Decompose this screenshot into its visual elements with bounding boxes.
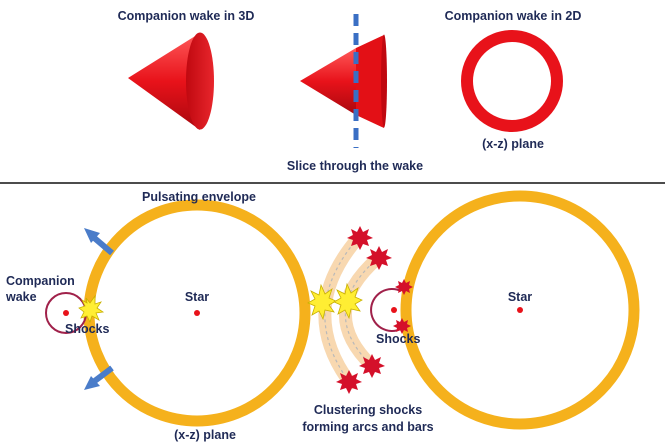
clustering-label-1: Clustering shocks [314,403,422,417]
starburst-icon [78,294,105,324]
wake-ring-2d [461,30,563,132]
red-shock-5 [395,279,413,295]
cone-3d [128,32,214,130]
shocks-label-left: Shocks [65,322,110,336]
star-label-left: Star [185,290,209,304]
red-shock-6 [393,318,411,334]
red-shock-3 [359,354,385,378]
companion-wake-label-1: Companion [6,274,75,288]
arc-inner-outline [344,257,379,367]
arrow-down-left-icon [84,365,114,390]
envelope-label: Pulsating envelope [142,190,256,204]
title-3d: Companion wake in 3D [118,9,255,23]
plane-caption-top: (x-z) plane [482,137,544,151]
companion-dot-left [63,310,69,316]
cone-sliced [300,34,387,128]
title-2d: Companion wake in 2D [445,9,582,23]
star-label-right: Star [508,290,532,304]
arc-yellow-shock-1 [307,283,337,321]
slice-caption: Slice through the wake [287,159,423,173]
companion-wake-label-2: wake [5,290,37,304]
shocks-label-right: Shocks [376,332,421,346]
star-dot-left [194,310,200,316]
clustering-label-2: forming arcs and bars [302,420,433,434]
envelope-right [400,190,640,430]
plane-caption-bottom: (x-z) plane [174,428,236,442]
arrow-up-left-icon [84,228,114,256]
companion-wake-right [370,288,402,332]
star-dot-right [517,307,523,313]
red-shock-4 [336,370,362,394]
red-shock-1 [347,226,373,250]
companion-dot-right [391,307,397,313]
arc-yellow-shock-2 [333,282,363,320]
red-shock-2 [366,246,392,270]
